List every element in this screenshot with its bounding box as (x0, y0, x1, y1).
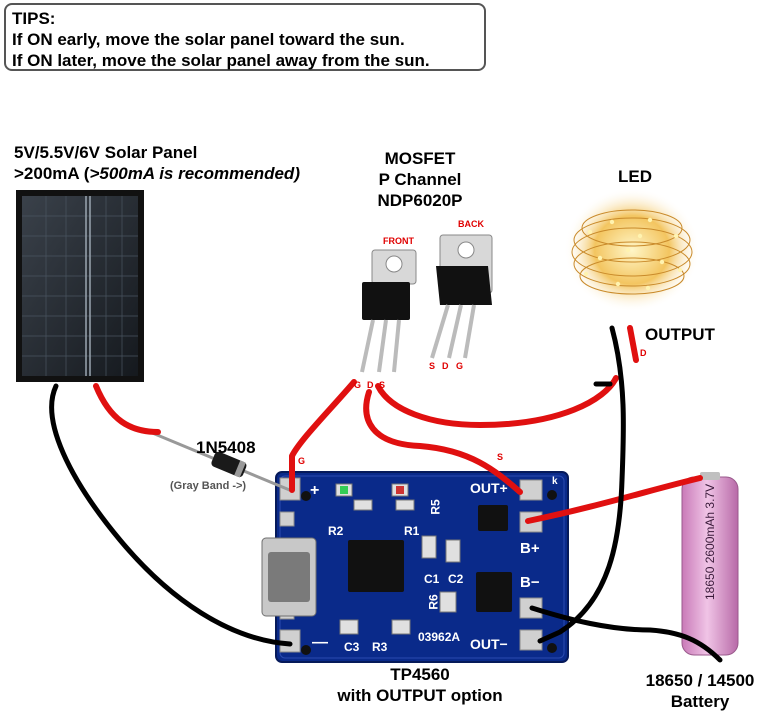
silk-out-plus: OUT+ (470, 480, 508, 496)
solar-panel-label: 5V/5.5V/6V Solar Panel >200mA (>500mA is… (14, 142, 300, 184)
solar-panel (16, 190, 144, 382)
tips-line-2: If ON later, move the solar panel away f… (12, 51, 430, 70)
silk-c2: C2 (448, 572, 464, 586)
board-label: TP4560 with OUTPUT option (300, 664, 540, 706)
mosfet-title: MOSFET (384, 149, 456, 168)
mosfet-back-pin-g: G (456, 361, 464, 371)
battery-word: Battery (670, 692, 730, 711)
wire-tag-gate: G (298, 456, 306, 466)
battery-type: 18650 / 14500 (645, 671, 755, 690)
tips-heading: TIPS: (12, 9, 56, 28)
tp4560-board (261, 471, 569, 663)
silk-plus: + (310, 482, 320, 499)
mosfet-front-pin-s: S (379, 380, 386, 390)
silk-b-minus: B− (520, 574, 540, 591)
mosfet-part: NDP6020P (377, 191, 463, 210)
silk-k: k (552, 476, 558, 487)
tips-line-1: If ON early, move the solar panel toward… (12, 30, 405, 49)
mosfet-front-pin-g: G (354, 380, 362, 390)
mosfet-back-pin-d: D (442, 361, 449, 371)
diode-label: 1N5408 (196, 438, 256, 457)
battery: 18650 2600mAh 3.7V (681, 472, 739, 656)
mosfet-back (430, 234, 493, 359)
led-pin-d: D (640, 348, 647, 358)
silk-r2: R2 (328, 524, 344, 538)
led-label: LED (618, 167, 652, 186)
diode-band-note: (Gray Band ->) (170, 480, 247, 492)
black-wires (49, 325, 723, 663)
silk-out-minus: OUT− (470, 636, 508, 652)
solar-panel-current-note: >500mA is recommended) (89, 164, 300, 183)
silk-c3: C3 (344, 640, 360, 654)
silk-r1: R1 (404, 524, 420, 538)
silk-r3: R3 (372, 640, 388, 654)
mosfet-channel: P Channel (378, 170, 462, 189)
tips-box: TIPS: If ON early, move the solar panel … (4, 3, 486, 71)
silk-code: 03962A (418, 630, 461, 644)
wire-tag-source: S (497, 452, 504, 462)
solar-panel-spec: 5V/5.5V/6V Solar Panel (14, 143, 198, 162)
silk-r6: R6 (426, 594, 441, 610)
mosfet-front-pin-d: D (367, 380, 374, 390)
led-output-label: OUTPUT (645, 325, 715, 344)
board-subtitle: with OUTPUT option (337, 686, 503, 705)
board-name: TP4560 (390, 665, 450, 684)
silk-c1: C1 (424, 572, 440, 586)
battery-label: 18650 / 14500 Battery (630, 670, 770, 712)
solar-panel-current-prefix: >200mA ( (14, 164, 90, 183)
led-string (564, 188, 700, 312)
diode-1n5408 (149, 430, 293, 493)
mosfet-back-pin-s: S (429, 361, 436, 371)
battery-print: 18650 2600mAh 3.7V (703, 484, 717, 600)
mosfet-back-label: BACK (458, 219, 484, 229)
mosfet-label: MOSFET P Channel NDP6020P (370, 148, 470, 211)
silk-b-plus: B+ (520, 540, 540, 557)
mosfet-front-label: FRONT (383, 236, 414, 246)
mosfet-front (360, 249, 417, 373)
silk-r5: R5 (428, 499, 443, 515)
silk-minus: — (312, 634, 328, 651)
solar-panel-current: >200mA (>500mA is recommended) (14, 163, 300, 184)
